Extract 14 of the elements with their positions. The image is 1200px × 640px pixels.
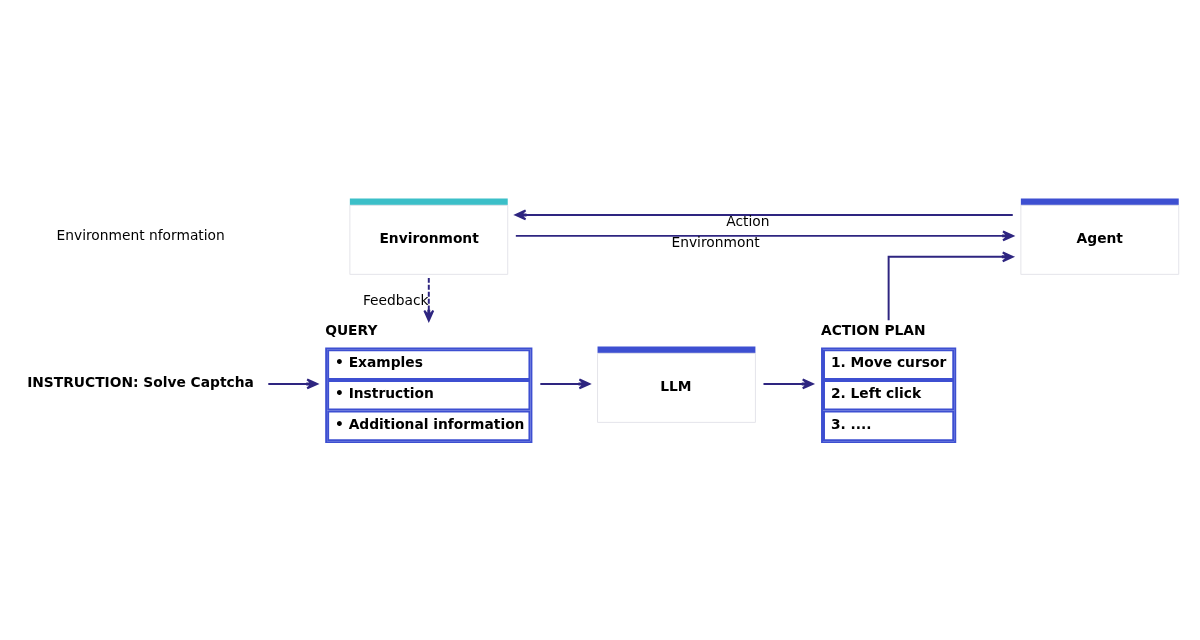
arrow — [539, 377, 591, 389]
arrow — [514, 209, 1014, 220]
node-label: ACTION PLAN — [821, 321, 926, 338]
arrow — [514, 229, 1014, 241]
node-text: INSTRUCTION: Solve Captcha — [27, 373, 254, 390]
edge-label: Feedback — [362, 291, 429, 308]
arrow — [762, 377, 814, 389]
arrow — [887, 250, 1014, 321]
arrow — [267, 377, 319, 389]
node-label: QUERY — [325, 321, 378, 338]
edge-label: Environmont — [671, 233, 760, 250]
edge-label: Action — [726, 212, 770, 229]
arrow — [423, 276, 435, 321]
label: Environment nformation — [56, 226, 225, 243]
